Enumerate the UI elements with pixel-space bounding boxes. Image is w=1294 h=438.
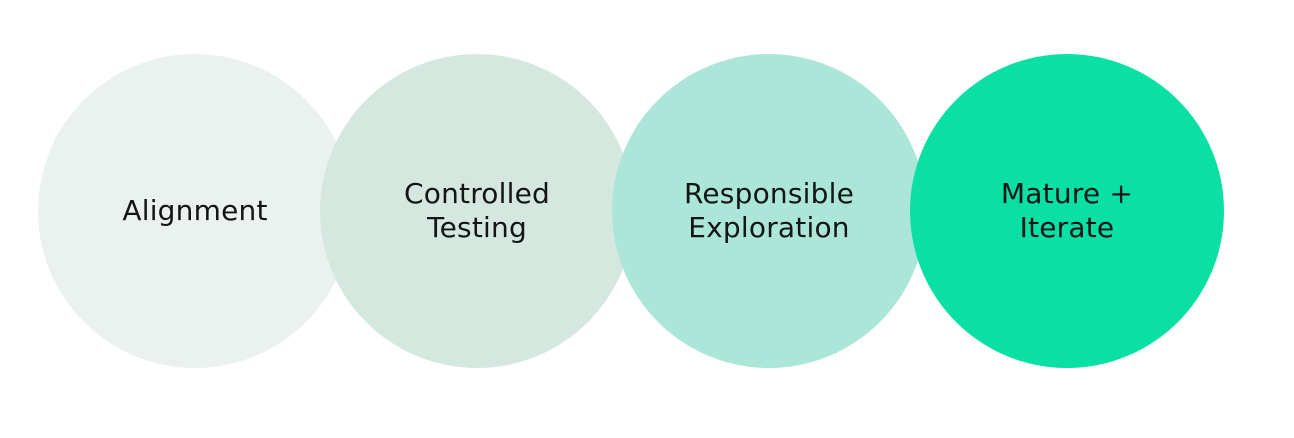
- stage-circle-responsible-exploration: Responsible Exploration: [612, 54, 926, 368]
- stage-label-line: Exploration: [688, 211, 850, 244]
- stage-label-line: Mature +: [1000, 177, 1134, 210]
- stage-label-line: Alignment: [122, 194, 268, 227]
- stage-label-line: Responsible: [683, 177, 854, 210]
- stage-label-line: Testing: [427, 211, 527, 244]
- stage-circle-mature-iterate: Mature + Iterate: [910, 54, 1224, 368]
- stage-label-alignment: Alignment: [122, 194, 267, 228]
- stage-label-controlled-testing: Controlled Testing: [404, 177, 550, 245]
- stage-circle-controlled-testing: Controlled Testing: [320, 54, 634, 368]
- stage-circle-alignment: Alignment: [38, 54, 352, 368]
- stage-label-line: Controlled: [404, 177, 550, 210]
- stage-label-mature-iterate: Mature + Iterate: [1001, 177, 1133, 245]
- stage-label-responsible-exploration: Responsible Exploration: [684, 177, 854, 245]
- stage-label-line: Iterate: [1019, 211, 1115, 244]
